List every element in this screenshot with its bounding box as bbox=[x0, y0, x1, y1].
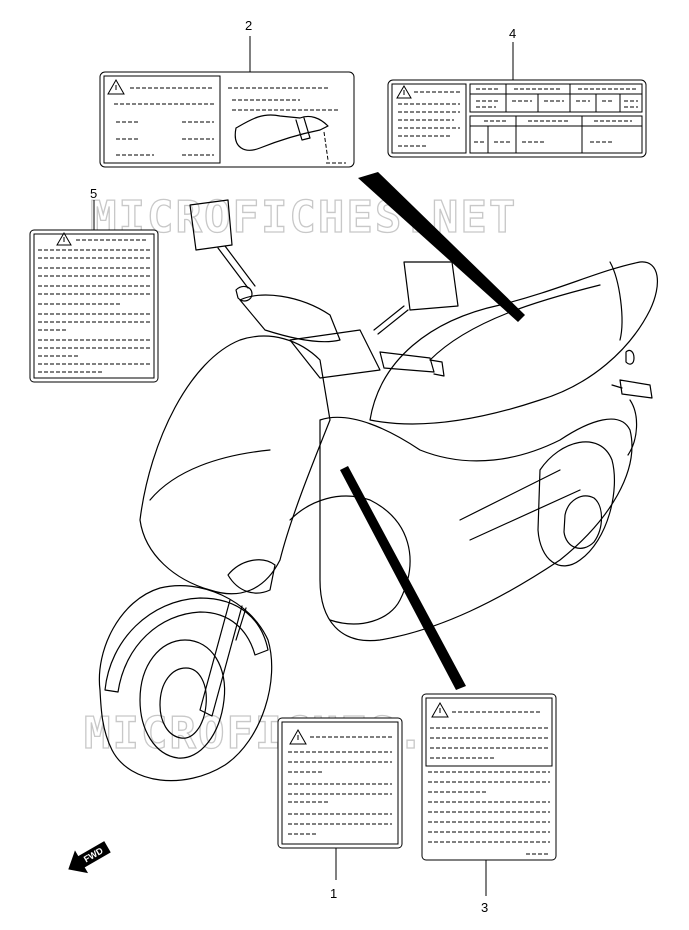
watermark-top: MICROFICHES.NET bbox=[90, 192, 517, 243]
warning-triangle-icon bbox=[107, 78, 125, 95]
leader-lines bbox=[93, 36, 525, 896]
callout-2: 2 bbox=[245, 18, 252, 33]
warning-triangle-icon bbox=[396, 85, 412, 99]
label-2[interactable] bbox=[99, 71, 355, 168]
label-3[interactable] bbox=[421, 693, 557, 861]
callout-3: 3 bbox=[481, 900, 488, 915]
label-4[interactable] bbox=[387, 79, 647, 158]
warning-triangle-icon bbox=[56, 232, 72, 246]
callout-5: 5 bbox=[90, 186, 97, 201]
fwd-arrow-icon: FWD bbox=[68, 841, 111, 874]
label-1[interactable] bbox=[277, 717, 403, 849]
warning-triangle-icon bbox=[289, 728, 307, 745]
label-5[interactable] bbox=[29, 229, 159, 383]
callout-4: 4 bbox=[509, 26, 516, 41]
scooter-illustration bbox=[98, 199, 658, 782]
callout-1: 1 bbox=[330, 886, 337, 901]
warning-triangle-icon bbox=[431, 701, 449, 718]
